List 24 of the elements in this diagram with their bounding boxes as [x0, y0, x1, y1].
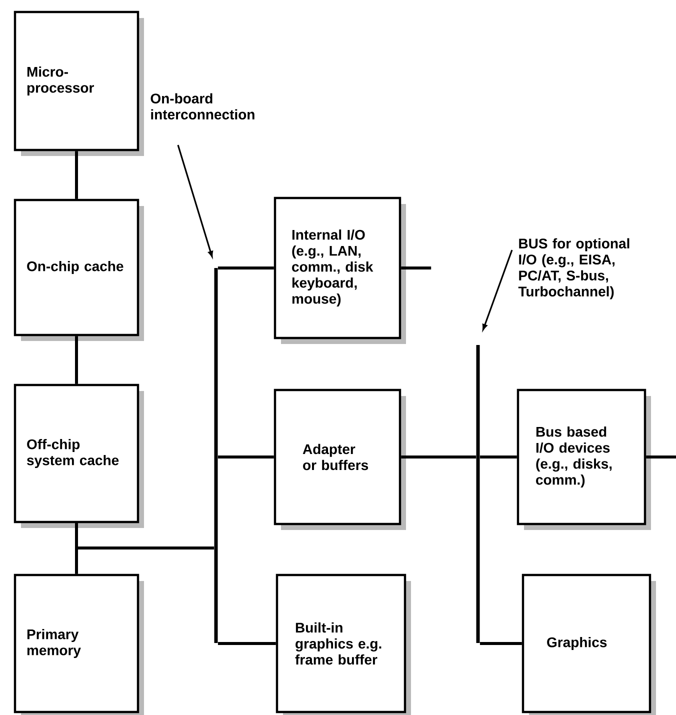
process-box: Adapter or buffers — [274, 388, 406, 530]
connector-line — [218, 456, 274, 458]
process-box: Bus based I/O devices (e.g., disks, comm.) — [516, 388, 651, 530]
callout-text: BUS for optional I/O (e.g., EISA, PC/AT, S-bus, Turbochannel) — [518, 238, 630, 300]
process-box: On-chip cache — [14, 198, 144, 341]
process-box: Primary memory — [14, 574, 144, 715]
connector-line — [480, 456, 517, 458]
connector-line — [218, 642, 276, 645]
connector-line — [480, 642, 522, 645]
connector-line — [75, 151, 78, 199]
connector-line — [401, 456, 476, 458]
callout-text: On-board interconnection — [150, 93, 254, 120]
process-box: Graphics — [522, 574, 656, 715]
connector-line — [75, 336, 78, 384]
leader-arrow — [482, 250, 513, 330]
connector-line — [401, 266, 432, 270]
connector-line — [646, 456, 676, 458]
leader-arrow — [177, 144, 214, 258]
process-box: Built-in graphics e.g. frame buffer — [276, 574, 411, 715]
connector-line — [218, 266, 274, 270]
process-box: Micro- processor — [14, 10, 144, 156]
connector-line — [75, 523, 214, 550]
process-box: Internal I/O (e.g., LAN, comm., disk keyboard, mouse) — [274, 196, 406, 344]
process-box: Off-chip system cache — [14, 384, 144, 528]
